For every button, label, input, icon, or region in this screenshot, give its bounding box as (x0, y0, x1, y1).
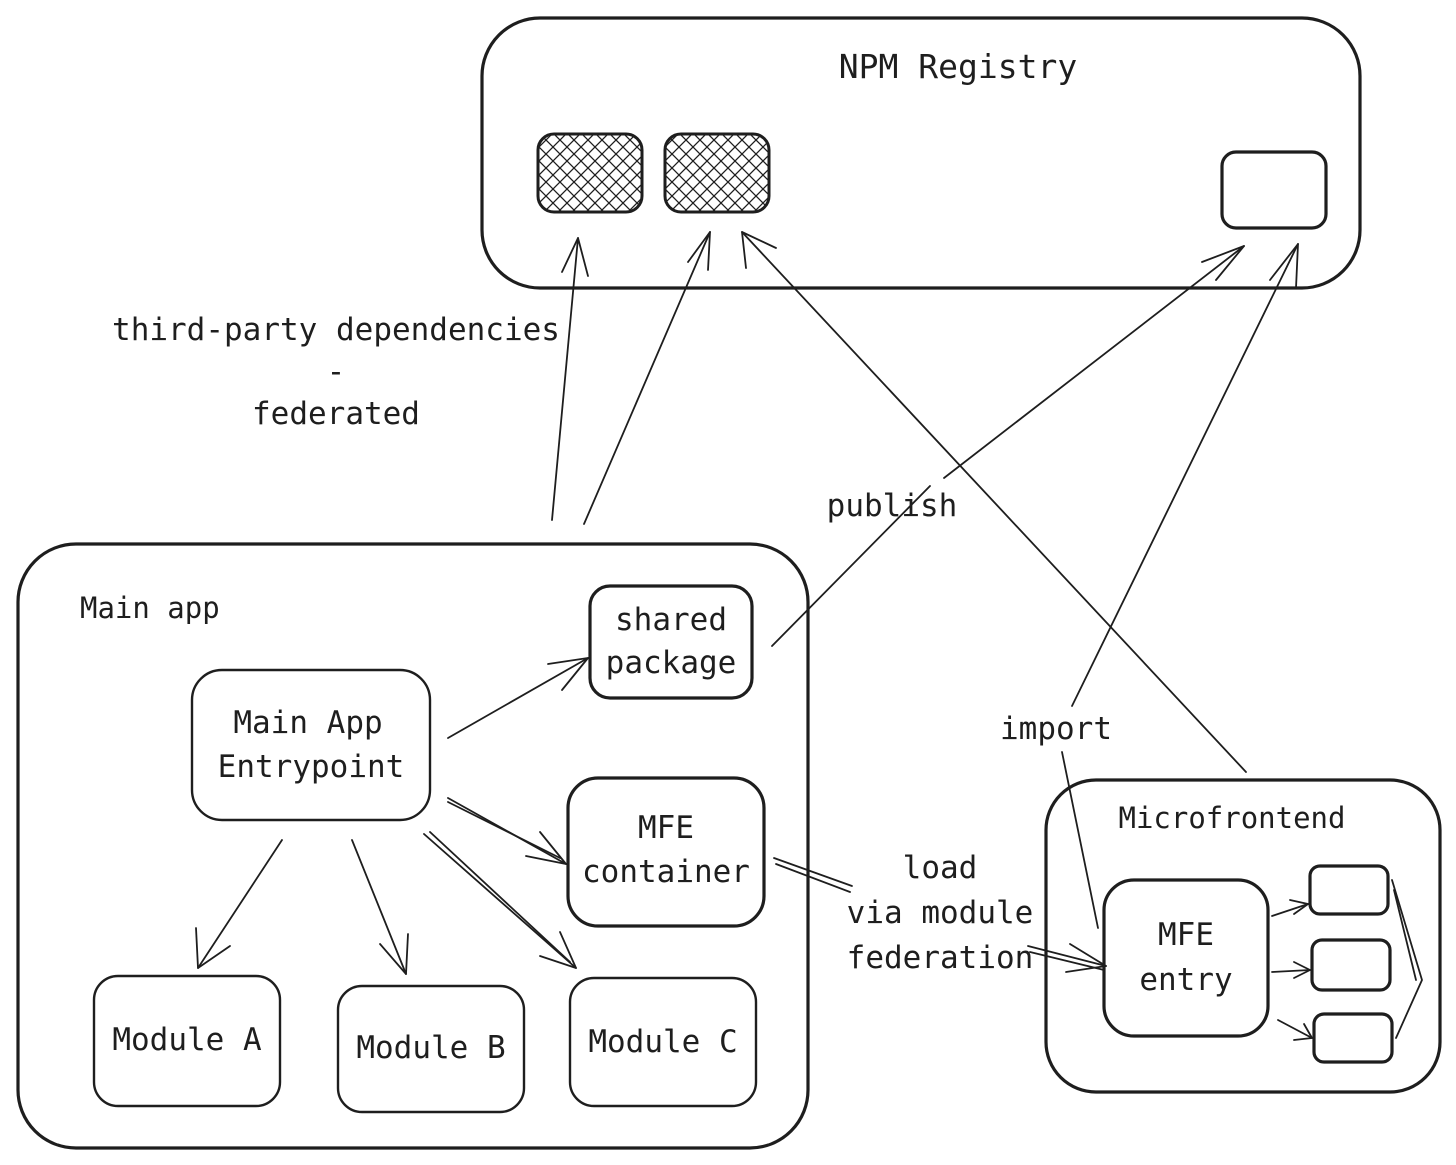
shared-package-line-2: package (606, 645, 737, 681)
mfe-submodules-chevron-inner (1393, 889, 1417, 981)
arrow-import-shared (1061, 243, 1299, 929)
mfe-submodule-2 (1310, 938, 1392, 992)
third-party-line-2: - (327, 354, 346, 390)
mfe-container-node: MFE container (566, 776, 766, 928)
main-app-entrypoint-node: Main App Entrypoint (190, 668, 432, 822)
arrow-entry-to-shared (447, 657, 589, 739)
third-party-label: third-party dependencies - federated (112, 312, 560, 432)
module-c-label: Module C (588, 1024, 737, 1060)
mfe-submodules-chevron (1391, 879, 1423, 1039)
module-c-node: Module C (568, 976, 758, 1108)
arrow-entry-to-module-a (195, 839, 283, 969)
mfe-entry-node: MFE entry (1102, 878, 1270, 1038)
main-app-box: Main app (16, 542, 810, 1150)
module-b-node: Module B (336, 984, 526, 1114)
arrow-entry-to-mfe-container (447, 797, 567, 865)
arrow-load-federation (773, 857, 1107, 973)
arrow-entry-to-submodule-3 (1277, 1019, 1313, 1041)
entrypoint-line-2: Entrypoint (218, 749, 405, 785)
load-line-2: via module (847, 895, 1034, 931)
module-b-label: Module B (356, 1030, 505, 1066)
mfe-container-line-1: MFE (638, 810, 694, 846)
microfrontend-box: Microfrontend (1044, 778, 1442, 1094)
load-label: load via module federation (847, 850, 1034, 976)
load-line-3: federation (847, 940, 1034, 976)
load-line-1: load (903, 850, 978, 886)
third-party-line-1: third-party dependencies (112, 312, 560, 348)
mfe-submodule-1 (1308, 864, 1390, 916)
arrow-entry-to-module-b (351, 839, 409, 975)
npm-registry-title: NPM Registry (839, 47, 1077, 86)
module-a-node: Module A (92, 974, 282, 1108)
arrow-main-to-thirdparty-2 (583, 231, 711, 525)
shared-package-line-1: shared (615, 602, 727, 638)
import-label: import (1000, 711, 1112, 747)
mfe-entry-line-2: entry (1139, 962, 1232, 998)
registry-package-third-party-2 (663, 132, 771, 214)
microfrontend-title: Microfrontend (1119, 801, 1346, 835)
arrow-entry-to-module-c (423, 831, 577, 969)
mfe-container-line-2: container (582, 854, 750, 890)
mfe-entry-line-1: MFE (1158, 917, 1214, 953)
entrypoint-line-1: Main App (233, 705, 382, 741)
third-party-line-3: federated (252, 396, 420, 432)
arrow-entry-to-submodule-2 (1271, 961, 1311, 979)
arrow-main-to-thirdparty-1 (551, 237, 589, 521)
mfe-submodule-3 (1312, 1012, 1394, 1064)
shared-package-node: shared package (588, 584, 754, 700)
arrow-mfe-to-thirdparty-2 (741, 231, 1247, 773)
module-a-label: Module A (112, 1022, 262, 1058)
arrow-publish-shared (771, 245, 1245, 647)
main-app-title: Main app (80, 591, 220, 625)
npm-registry-box: NPM Registry (480, 16, 1362, 290)
arrow-entry-to-submodule-1 (1271, 899, 1309, 917)
registry-package-third-party-1 (536, 132, 644, 214)
registry-package-shared (1220, 150, 1328, 230)
publish-label: publish (827, 488, 958, 524)
